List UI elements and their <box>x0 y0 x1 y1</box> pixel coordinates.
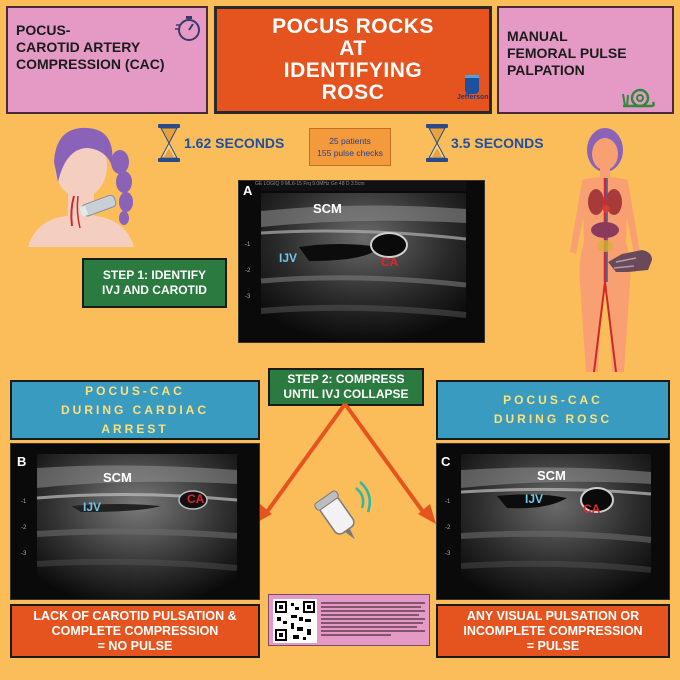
ultrasound-banner: GE LOGIQ 9 ML6-15 Frq 9.0MHz Gn 48 D 3.5… <box>255 181 365 187</box>
snail-icon <box>622 88 655 108</box>
hourglass-icon <box>158 124 180 162</box>
woman-neck-illustration <box>28 127 134 247</box>
ultrasound-image-c: C SCM IJV CA -1 -2 -3 <box>436 443 670 600</box>
cardiac-arrest-header: POCUS-CAC DURING CARDIAC ARREST <box>10 380 260 440</box>
label-ca-b: CA <box>187 492 205 506</box>
step1-box: STEP 1: IDENTIFY IVJ AND CAROTID <box>82 258 227 308</box>
ultrasound-image-a: A GE LOGIQ 9 ML6-15 Frq 9.0MHz Gn 48 D 3… <box>238 180 485 343</box>
label-scm-a: SCM <box>313 201 342 216</box>
label-ca-c: CA <box>583 502 601 516</box>
cac-title: POCUS- CAROTID ARTERY COMPRESSION (CAC) <box>16 22 165 72</box>
pulse-checks-count: 155 pulse checks <box>317 148 383 158</box>
depth-scale-a: -1 -2 -3 <box>245 242 251 300</box>
palpation-time: 3.5 SECONDS <box>451 135 544 151</box>
no-pulse-result: LACK OF CAROTID PULSATION & COMPLETE COM… <box>10 604 260 658</box>
ultrasound-probe-icon <box>314 481 371 540</box>
study-size-box: 25 patients 155 pulse checks <box>309 128 391 166</box>
header-right-box: MANUAL FEMORAL PULSE PALPATION <box>497 6 674 114</box>
label-scm-b: SCM <box>103 470 132 485</box>
image-letter-c: C <box>441 454 451 469</box>
hourglass-icon <box>426 124 448 162</box>
label-ijv-b: IJV <box>83 500 102 514</box>
depth-scale-c: -1 -2 -3 <box>445 499 451 557</box>
image-letter-a: A <box>243 183 253 198</box>
step1-text: STEP 1: IDENTIFY IVJ AND CAROTID <box>102 268 207 297</box>
title-box: POCUS ROCKS AT IDENTIFYING ROSC Jefferso… <box>214 6 492 114</box>
anatomy-figure-illustration <box>570 128 652 372</box>
label-ijv-c: IJV <box>525 492 544 506</box>
image-letter-b: B <box>17 454 27 469</box>
label-scm-c: SCM <box>537 468 566 483</box>
qr-code-icon <box>273 599 317 643</box>
ultrasound-image-b: B SCM IJV CA -1 -2 -3 <box>10 443 260 600</box>
no-pulse-text: LACK OF CAROTID PULSATION & COMPLETE COM… <box>33 608 237 653</box>
step2-box: STEP 2: COMPRESS UNTIL IVJ COLLAPSE <box>268 368 424 406</box>
depth-scale-b: -1 -2 -3 <box>21 499 27 557</box>
stopwatch-icon <box>175 16 200 41</box>
label-ijv-a: IJV <box>279 251 298 265</box>
cac-time: 1.62 SECONDS <box>184 135 285 151</box>
patients-count: 25 patients <box>329 136 371 146</box>
pulse-text: ANY VISUAL PULSATION OR INCOMPLETE COMPR… <box>463 608 643 653</box>
pulse-result: ANY VISUAL PULSATION OR INCOMPLETE COMPR… <box>436 604 670 658</box>
logo-text: Jefferson <box>457 94 489 101</box>
rosc-header: POCUS-CAC DURING ROSC <box>436 380 670 440</box>
page-title: POCUS ROCKS AT IDENTIFYING ROSC <box>272 15 434 104</box>
citation-text-lines <box>321 602 425 636</box>
cardiac-arrest-title: POCUS-CAC DURING CARDIAC ARREST <box>61 383 209 436</box>
step2-text: STEP 2: COMPRESS UNTIL IVJ COLLAPSE <box>283 372 409 401</box>
jefferson-logo-icon: Jefferson <box>457 75 489 101</box>
header-left-box: POCUS- CAROTID ARTERY COMPRESSION (CAC) <box>6 6 208 114</box>
rosc-title: POCUS-CAC DURING ROSC <box>493 393 613 426</box>
label-ca-a: CA <box>381 255 399 269</box>
reference-box <box>268 594 430 646</box>
femoral-title: MANUAL FEMORAL PULSE PALPATION <box>507 28 627 78</box>
